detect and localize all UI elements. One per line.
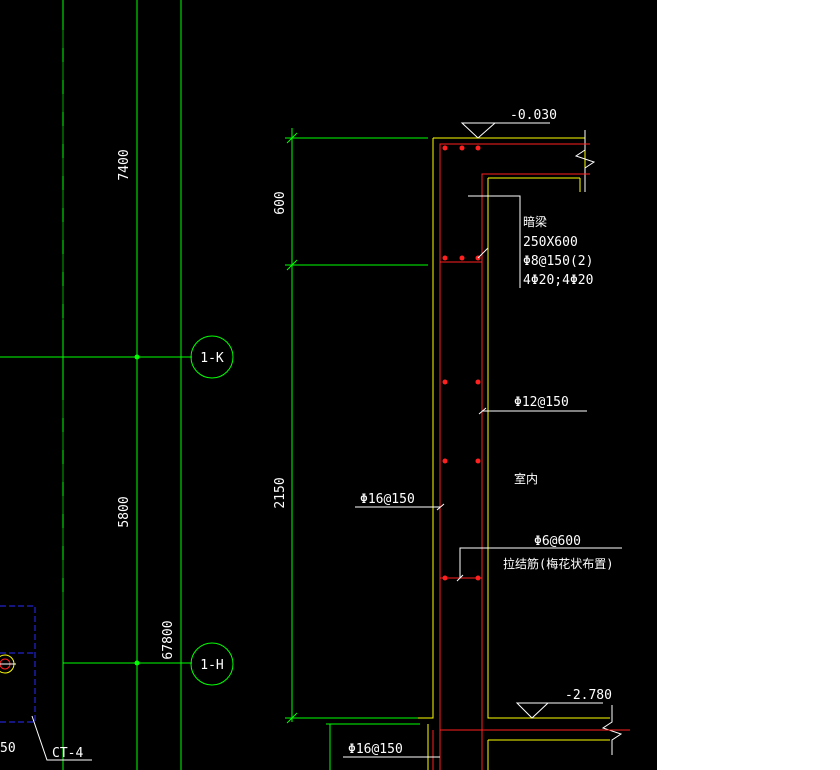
elevation-bottom: -2.780 [565, 688, 612, 703]
grid-bubble-1h-label: 1-H [200, 658, 223, 673]
pile-symbol [0, 654, 16, 674]
rebar-dots [442, 145, 481, 581]
beam-callout-title: 暗梁 [523, 214, 547, 229]
grid-bubble-1k[interactable]: 1-K [190, 335, 234, 379]
elevation-marker-top [460, 122, 550, 139]
rebar-label-inner: Φ12@150 [514, 395, 569, 410]
beam-callout-bars: 4Φ20;4Φ20 [523, 273, 593, 288]
rebar-lines [432, 143, 630, 770]
tag-ct4-leader [31, 715, 92, 761]
elevation-top: -0.030 [510, 108, 557, 123]
rebar-label-tie: Φ6@600 [534, 534, 581, 549]
rebar-label-tie-note: 拉结筋(梅花状布置) [503, 556, 613, 571]
dimension-2150: 2150 [273, 477, 288, 508]
grid-bubble-1h[interactable]: 1-H [190, 642, 234, 686]
rebar-inner-leader [478, 407, 587, 415]
rebar-tie-leader [456, 547, 622, 582]
dimension-600: 600 [273, 191, 288, 214]
beam-callout-leader [468, 195, 521, 288]
column-blue-outline [0, 605, 36, 723]
dimension-50: 50 [0, 741, 16, 756]
grid-bubble-1k-label: 1-K [200, 351, 224, 366]
rebar-outer-leader [355, 503, 445, 511]
tag-ct4: CT-4 [52, 746, 83, 761]
beam-callout-stirrup: Φ8@150(2) [523, 254, 593, 269]
dimension-7400: 7400 [117, 149, 132, 180]
wall-outline [418, 130, 610, 770]
room-label: 室内 [514, 471, 538, 486]
viewport-right-border [657, 0, 840, 770]
rebar-label-outer: Φ16@150 [360, 492, 415, 507]
break-line-bottom [601, 705, 623, 755]
break-line-top [574, 130, 596, 192]
beam-callout-size: 250X600 [523, 235, 578, 250]
dimension-67800: 67800 [161, 620, 176, 659]
dimension-5800: 5800 [117, 496, 132, 527]
section-dimension-chain [285, 128, 428, 770]
elevation-marker-bottom [515, 702, 603, 719]
rebar-label-bottom: Φ16@150 [348, 742, 403, 757]
